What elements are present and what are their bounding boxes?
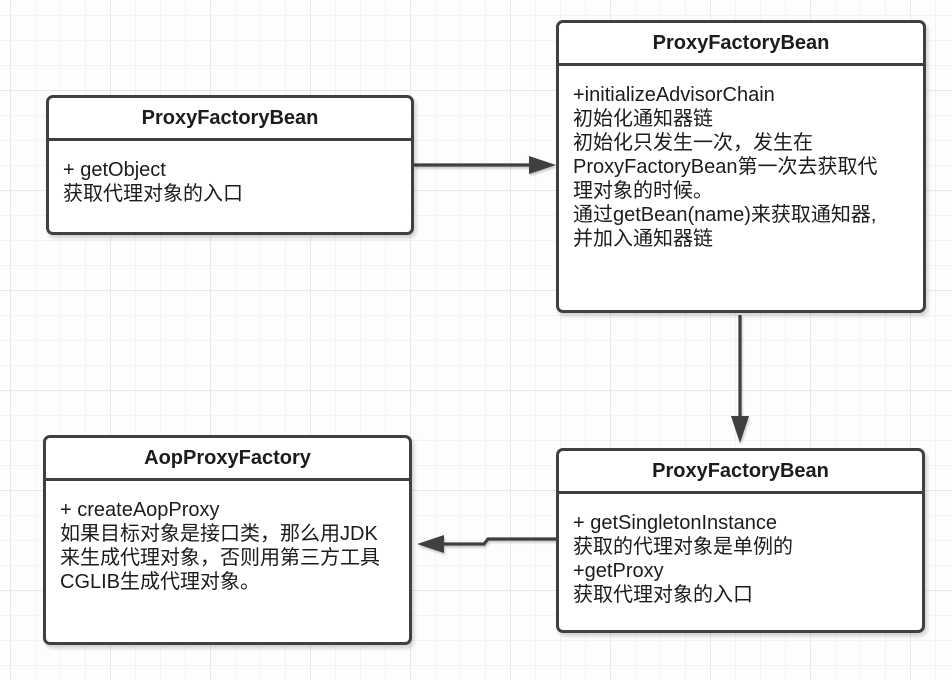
class-body-line: 并加入通知器链 (573, 228, 713, 250)
class-body-line: 获取代理对象的入口 (63, 183, 243, 205)
class-body-line: +getProxy (573, 560, 664, 582)
class-body: +initializeAdvisorChain 初始化通知器链 初始化只发生一次… (559, 66, 923, 251)
class-body-line: CGLIB生成代理对象。 (60, 571, 261, 593)
arrow-singleton-to-aopproxyfactory[interactable] (417, 535, 556, 553)
arrow-advisorchain-to-singleton[interactable] (731, 315, 749, 443)
class-body-line: 获取的代理对象是单例的 (573, 536, 793, 558)
class-body-line: ProxyFactoryBean第一次去获取代 (573, 156, 878, 178)
class-body-line: 如果目标对象是接口类，那么用JDK (60, 523, 378, 545)
class-body: + getSingletonInstance 获取的代理对象是单例的 +getP… (559, 494, 922, 607)
class-body-line: 初始化通知器链 (573, 108, 713, 130)
class-body: + createAopProxy 如果目标对象是接口类，那么用JDK 来生成代理… (46, 481, 409, 594)
class-title: ProxyFactoryBean (559, 23, 923, 66)
class-title: ProxyFactoryBean (49, 98, 411, 141)
class-body-line: 通过getBean(name)来获取通知器, (573, 204, 877, 226)
class-body-line: + getSingletonInstance (573, 512, 778, 534)
class-box-aopproxyfactory[interactable]: AopProxyFactory + createAopProxy 如果目标对象是… (43, 435, 412, 645)
arrow-getobject-to-advisorchain[interactable] (414, 156, 556, 174)
class-box-proxyfactorybean-advisorchain[interactable]: ProxyFactoryBean +initializeAdvisorChain… (556, 20, 926, 313)
class-box-proxyfactorybean-singleton[interactable]: ProxyFactoryBean + getSingletonInstance … (556, 448, 925, 633)
class-body-line: + getObject (63, 159, 166, 181)
class-body: + getObject 获取代理对象的入口 (49, 141, 411, 206)
class-body-line: 来生成代理对象，否则用第三方工具 (60, 547, 380, 569)
class-body-line: 初始化只发生一次，发生在 (573, 132, 813, 154)
class-body-line: 获取代理对象的入口 (573, 584, 753, 606)
class-body-line: 理对象的时候。 (573, 180, 713, 202)
class-box-proxyfactorybean-entry[interactable]: ProxyFactoryBean + getObject 获取代理对象的入口 (46, 95, 414, 235)
class-body-line: +initializeAdvisorChain (573, 84, 775, 106)
class-title: AopProxyFactory (46, 438, 409, 481)
class-body-line: + createAopProxy (60, 499, 220, 521)
class-title: ProxyFactoryBean (559, 451, 922, 494)
